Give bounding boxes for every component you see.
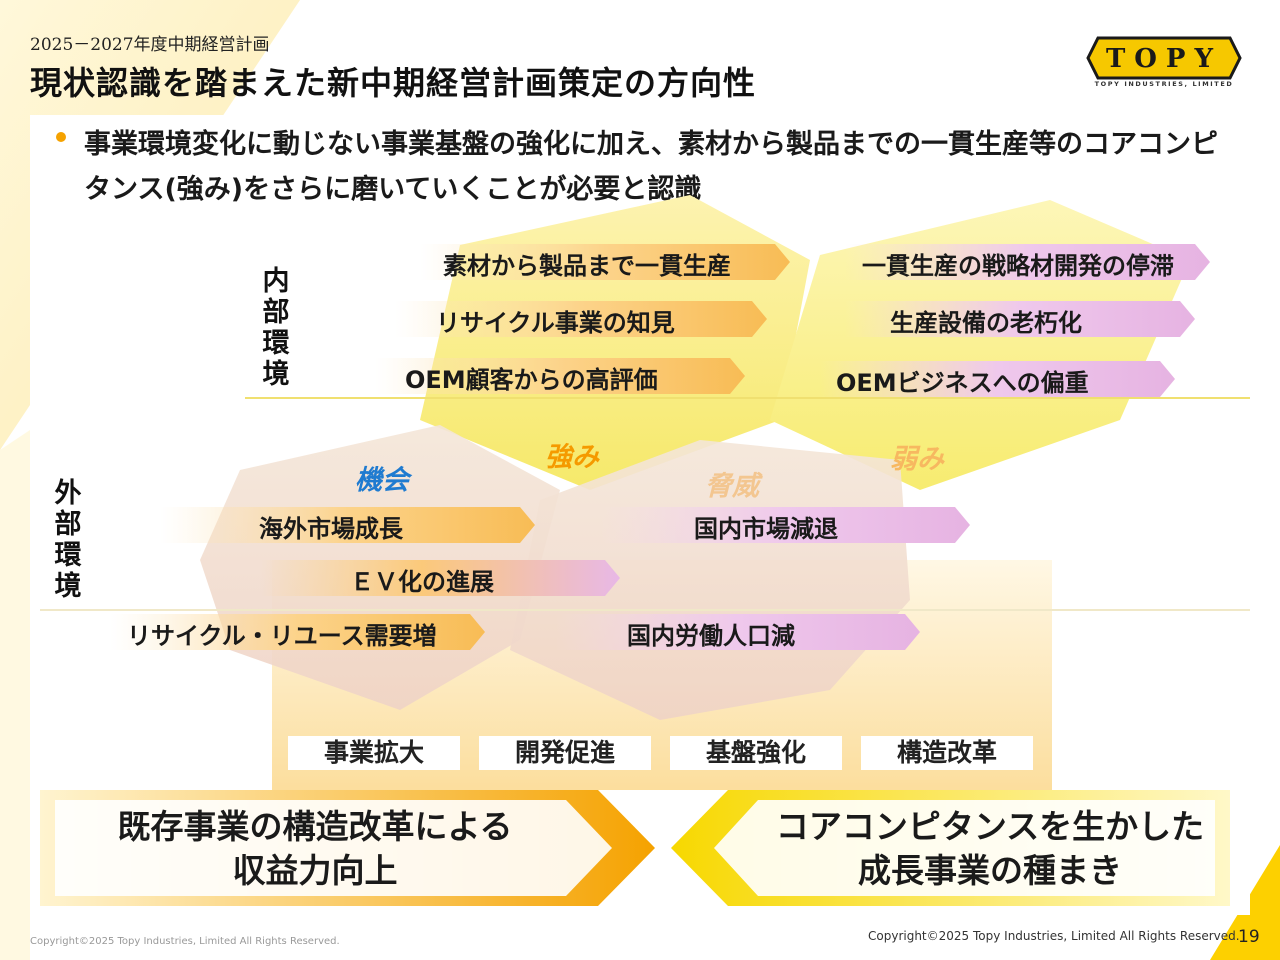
strengths-label: 強み [545, 442, 599, 473]
arrow-strength-2 [395, 301, 767, 337]
footer-copyright-right: Copyright©2025 Topy Industries, Limited … [868, 929, 1240, 943]
strength-item: OEM顧客からの高評価 [405, 366, 658, 394]
result-right-text: コアコンピタンスを生かした 成長事業の種まき [775, 807, 1205, 890]
arrow-weak-3 [820, 361, 1175, 397]
arrow-threat-1 [600, 507, 970, 543]
opportunity-item: ＥＶ化の進展 [350, 568, 494, 596]
strategy-box: 基盤強化 [670, 736, 842, 770]
plan-subtitle: 2025－2027年度中期経営計画 [30, 35, 270, 55]
arrow-opp-1 [160, 507, 535, 543]
weakness-item: 一貫生産の戦略材開発の停滞 [862, 252, 1174, 280]
arrow-weak-1 [845, 244, 1210, 280]
page-title: 現状認識を踏まえた新中期経営計画策定の方向性 [30, 64, 757, 102]
result-arrow-left-inner [55, 800, 612, 896]
result-arrow-right-inner [714, 800, 1215, 896]
threat-item: 国内労働人口減 [627, 622, 795, 650]
threats-label: 脅威 [705, 471, 759, 502]
strength-item: 素材から製品まで一貫生産 [443, 252, 731, 280]
result-left-text: 既存事業の構造改革による 収益力向上 [117, 807, 513, 890]
weakness-item: OEMビジネスへの偏重 [836, 369, 1089, 397]
weaknesses-label: 弱み [890, 444, 944, 475]
arrow-strength-1 [420, 244, 790, 280]
weakness-item: 生産設備の老朽化 [890, 309, 1082, 337]
strategy-box: 構造改革 [861, 736, 1033, 770]
logo-letters: TOPY [1106, 44, 1222, 74]
internal-environment-label: 内部環境 [262, 266, 290, 390]
strategy-box: 開発促進 [479, 736, 651, 770]
external-environment-label: 外部環境 [54, 478, 82, 602]
opportunities-label: 機会 [355, 465, 409, 496]
arrow-opp-3 [110, 614, 485, 650]
bullet-dot [56, 132, 66, 142]
topy-logo: TOPY [1086, 36, 1242, 80]
arrow-threat-2 [555, 614, 920, 650]
arrow-opp-2 [260, 560, 620, 596]
page-number: 19 [1238, 927, 1260, 947]
bullet-text: 事業環境変化に動じない事業基盤の強化に加え、素材から製品までの一貫生産等のコアコ… [84, 129, 1218, 205]
arrow-weak-2 [845, 301, 1195, 337]
opportunity-item: 海外市場成長 [259, 515, 403, 543]
logo-tagline: TOPY INDUSTRIES, LIMITED [1094, 80, 1234, 88]
footer-copyright-left: Copyright©2025 Topy Industries, Limited … [30, 936, 340, 947]
strength-item: リサイクル事業の知見 [436, 309, 675, 337]
threat-item: 国内市場減退 [694, 515, 838, 543]
strategy-box: 事業拡大 [288, 736, 460, 770]
arrow-strength-3 [375, 358, 745, 394]
opportunity-item: リサイクル・リユース需要増 [127, 622, 437, 650]
